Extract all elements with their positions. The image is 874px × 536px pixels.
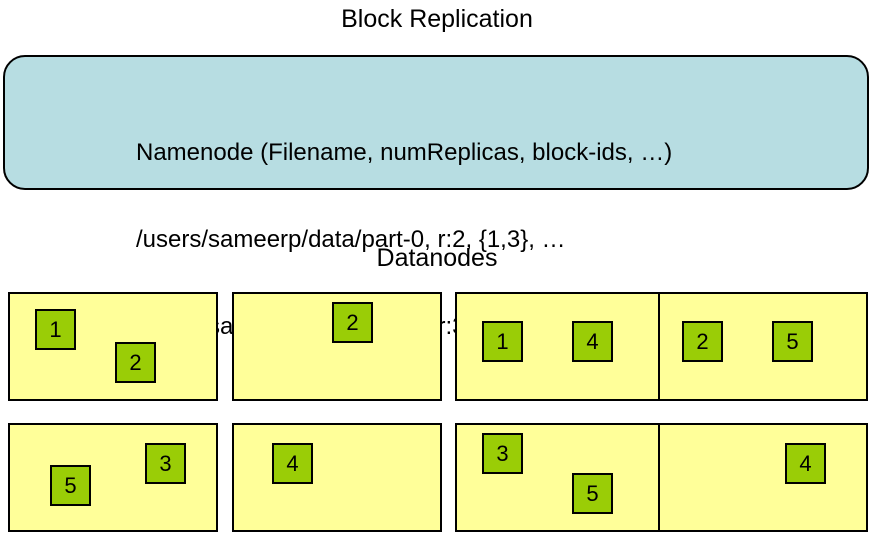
block-replica: 3 [145,443,186,484]
block-replica: 5 [572,473,613,514]
block-replica: 1 [482,321,523,362]
block-replica: 2 [115,342,156,383]
namenode-file-line-0: /users/sameerp/data/part-0, r:2, {1,3}, … [136,226,566,253]
block-replica: 3 [482,433,523,474]
namenode-box [3,55,869,190]
block-replica: 1 [35,309,76,350]
datanodes-label: Datanodes [376,244,498,272]
namenode-header-line: Namenode (Filename, numReplicas, block-i… [136,139,673,166]
datanode-7: 4 [658,423,868,532]
block-replica: 4 [572,321,613,362]
block-replica: 2 [682,321,723,362]
datanode-1: 2 [232,292,442,401]
block-replica: 4 [785,443,826,484]
block-replica: 4 [272,443,313,484]
datanode-5: 4 [232,423,442,532]
block-replica: 2 [332,302,373,343]
block-replica: 5 [50,465,91,506]
page-title: Block Replication [341,5,533,33]
block-replica: 5 [772,321,813,362]
